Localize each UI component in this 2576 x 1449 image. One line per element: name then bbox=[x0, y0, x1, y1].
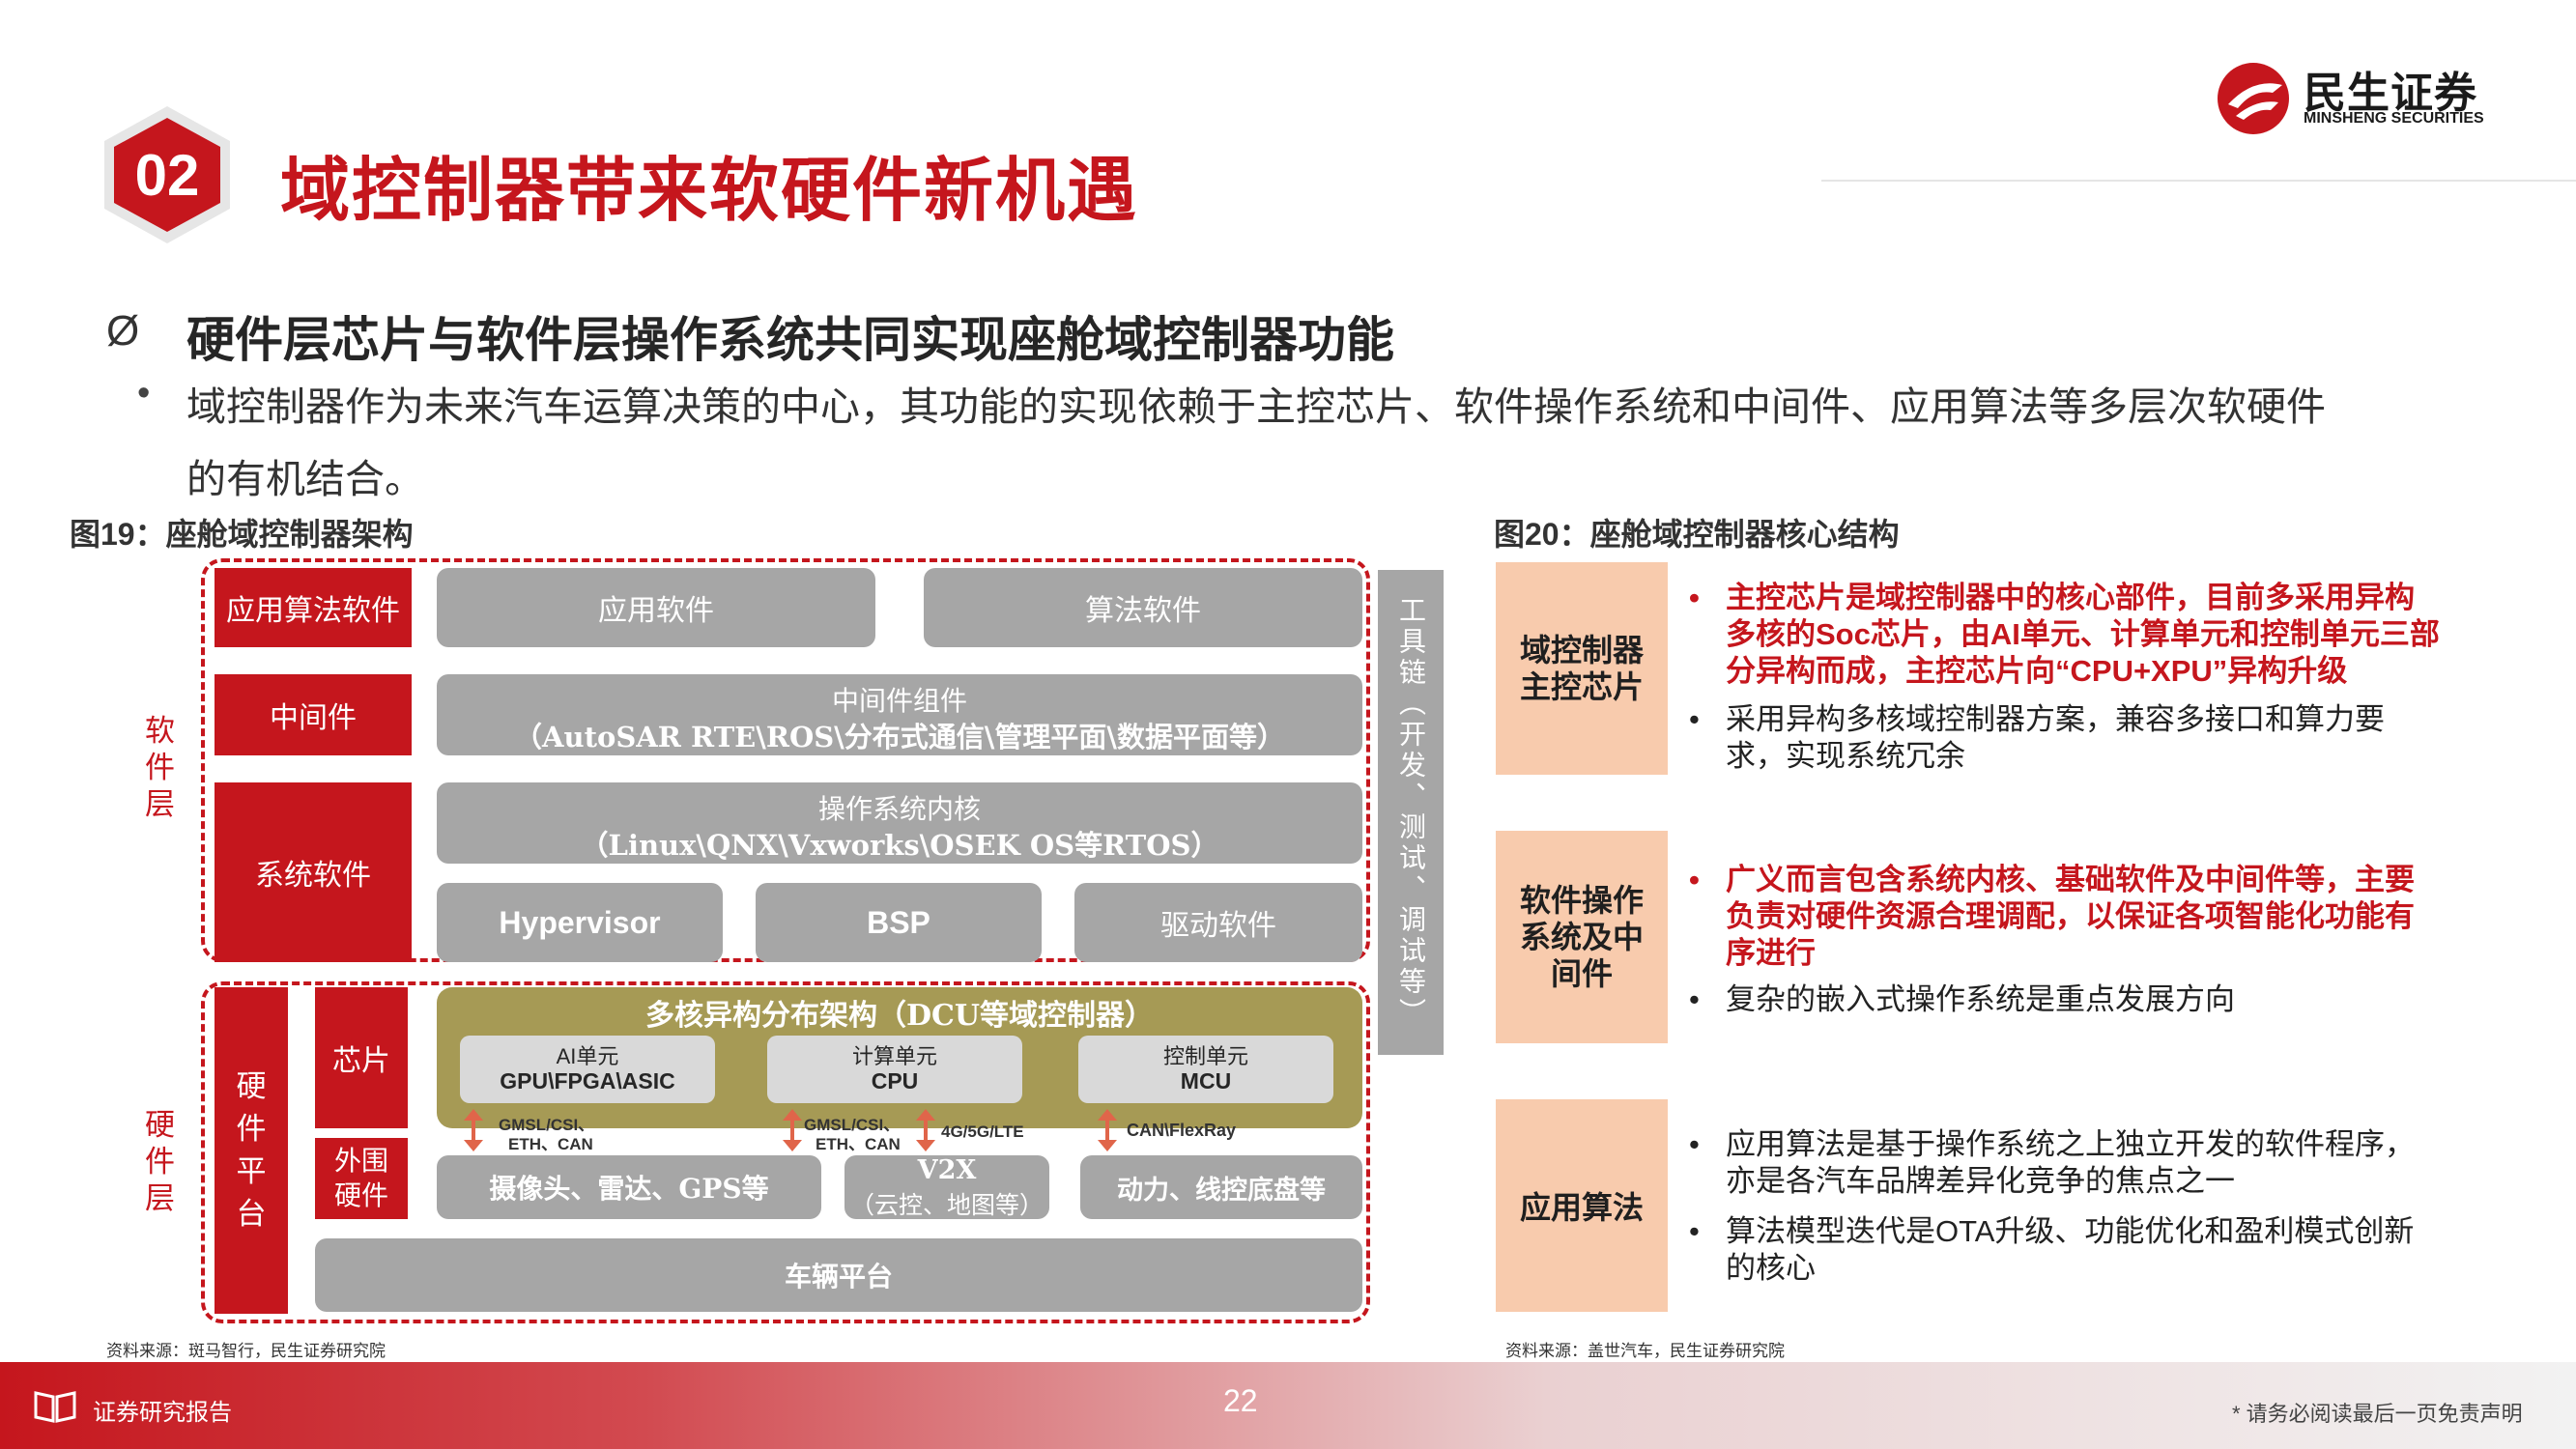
link-arrow-4g-icon bbox=[916, 1109, 935, 1151]
middleware-line-1: 中间件组件 bbox=[831, 685, 967, 717]
page-title: 域控制器带来软硬件新机遇 bbox=[280, 153, 1139, 230]
page-number: 22 bbox=[1223, 1383, 1258, 1418]
row3-black-bullet-1: • 应用算法是基于操作系统之上独立开发的软件程序，亦是各汽车品牌差异化竞争的焦点… bbox=[1689, 1126, 2441, 1200]
row2-red-dot: • bbox=[1689, 863, 1700, 896]
algo-software-box: 算法软件 bbox=[924, 568, 1362, 647]
os-kernel-box: 操作系统内核 （Linux\QNX\Vxworks\OSEK OS等RTOS） bbox=[437, 782, 1362, 864]
row3-dot-1: • bbox=[1689, 1127, 1700, 1161]
fig20-source: 资料来源：盖世汽车，民生证券研究院 bbox=[1505, 1342, 1785, 1360]
row1-black-bullet: • 采用异构多核域控制器方案，兼容多接口和算力要求，实现系统冗余 bbox=[1689, 701, 2441, 775]
v2x-line-2: （云控、地图等） bbox=[849, 1191, 1044, 1219]
fig20-title: 图20：座舱域控制器核心结构 bbox=[1494, 517, 1900, 552]
link1-line-1: GMSL/CSI、 bbox=[499, 1116, 595, 1134]
link4-label: CAN\FlexRay bbox=[1127, 1121, 1237, 1140]
footer-bar bbox=[0, 1362, 2576, 1449]
middleware-box: 中间件组件 （AutoSAR RTE\ROS\分布式通信\管理平面\数据平面等） bbox=[437, 674, 1362, 755]
disclaimer: * 请务必阅读最后一页免责声明 bbox=[2232, 1402, 2523, 1426]
row1-black-text: 采用异构多核域控制器方案，兼容多接口和算力要求，实现系统冗余 bbox=[1726, 702, 2385, 773]
ai-unit-line-1: AI单元 bbox=[556, 1044, 619, 1068]
compute-unit-line-1: 计算单元 bbox=[851, 1044, 937, 1068]
header-divider bbox=[1821, 180, 2576, 182]
control-unit-box: 控制单元 MCU bbox=[1078, 1036, 1333, 1103]
link-arrow-camera-icon bbox=[464, 1109, 483, 1151]
row3-text-2: 算法模型迭代是OTA升级、功能优化和盈利模式创新的核心 bbox=[1726, 1214, 2415, 1285]
os-line-1: 操作系统内核 bbox=[817, 793, 981, 825]
power-chassis-box: 动力、线控底盘等 bbox=[1080, 1155, 1362, 1219]
brand-logo: 民生证券 MINSHENG SECURITIES bbox=[2215, 56, 2495, 143]
fig19-title: 图19：座舱域控制器架构 bbox=[70, 517, 414, 552]
hypervisor-box: Hypervisor bbox=[437, 883, 723, 962]
link2-line-1: GMSL/CSI、 bbox=[804, 1116, 901, 1134]
row2-label-box: 软件操作系统及中间件 bbox=[1496, 831, 1668, 1043]
book-icon bbox=[34, 1391, 76, 1423]
toolchain-text: 工具链（开发、测试、调试等） bbox=[1395, 596, 1427, 1029]
logo-subtext: MINSHENG SECURITIES bbox=[2304, 110, 2484, 127]
link2-line-2: ETH、CAN bbox=[816, 1135, 901, 1153]
row3-black-bullet-2: • 算法模型迭代是OTA升级、功能优化和盈利模式创新的核心 bbox=[1689, 1213, 2441, 1287]
os-line-2: （Linux\QNX\Vxworks\OSEK OS等RTOS） bbox=[580, 829, 1219, 862]
row2-black-text: 复杂的嵌入式操作系统是重点发展方向 bbox=[1726, 982, 2235, 1016]
control-unit-line-1: 控制单元 bbox=[1162, 1044, 1248, 1068]
peripheral-label: 外围硬件 bbox=[315, 1138, 408, 1219]
bullet-dot: • bbox=[137, 373, 151, 413]
section-heading: 硬件层芯片与软件层操作系统共同实现座舱域控制器功能 bbox=[186, 313, 1394, 367]
hardware-layer-label: 硬件层 bbox=[145, 1108, 175, 1215]
intro-line-2: 的有机结合。 bbox=[186, 457, 424, 501]
peripheral-text: 外围硬件 bbox=[333, 1145, 388, 1211]
ai-unit-line-2: GPU\FPGA\ASIC bbox=[500, 1068, 675, 1094]
v2x-box: V2X （云控、地图等） bbox=[844, 1155, 1049, 1219]
row3-dot-2: • bbox=[1689, 1214, 1700, 1248]
dcu-title: 多核异构分布架构（DCU等域控制器） bbox=[644, 999, 1155, 1033]
row2-red-text: 广义而言包含系统内核、基础软件及中间件等，主要负责对硬件资源合理调配，以保证各项… bbox=[1726, 863, 2415, 970]
row1-red-text: 主控芯片是域控制器中的核心部件，目前多采用异构多核的Soc芯片，由AI单元、计算… bbox=[1726, 581, 2440, 688]
minsheng-logo-icon bbox=[2218, 63, 2289, 134]
system-software-label: 系统软件 bbox=[215, 782, 412, 962]
row1-black-dot: • bbox=[1689, 702, 1700, 736]
row1-red-bullet: • 主控芯片是域控制器中的核心部件，目前多采用异构多核的Soc芯片，由AI单元、… bbox=[1689, 580, 2441, 690]
row3-label-box: 应用算法 bbox=[1496, 1099, 1668, 1312]
link-arrow-power-icon bbox=[1098, 1109, 1117, 1151]
hexagon-badge-icon bbox=[104, 106, 230, 243]
section-number: 02 bbox=[134, 142, 200, 208]
fig19-source: 资料来源：斑马智行，民生证券研究院 bbox=[106, 1342, 386, 1360]
link1-line-2: ETH、CAN bbox=[508, 1135, 593, 1153]
row3-label: 应用算法 bbox=[1519, 1190, 1644, 1225]
link3-label: 4G/5G/LTE bbox=[941, 1122, 1024, 1141]
intro-line-1: 域控制器作为未来汽车运算决策的中心，其功能的实现依赖于主控芯片、软件操作系统和中… bbox=[186, 384, 2326, 429]
driver-software-box: 驱动软件 bbox=[1074, 883, 1362, 962]
hw-platform-label: 硬件平台 bbox=[215, 987, 288, 1314]
row1-label: 域控制器主控芯片 bbox=[1519, 633, 1644, 704]
dcu-box: 多核异构分布架构（DCU等域控制器） AI单元 GPU\FPGA\ASIC 计算… bbox=[437, 987, 1362, 1128]
compute-unit-box: 计算单元 CPU bbox=[767, 1036, 1022, 1103]
middleware-label: 中间件 bbox=[215, 674, 412, 755]
chip-label: 芯片 bbox=[315, 987, 408, 1128]
row3-text-1: 应用算法是基于操作系统之上独立开发的软件程序，亦是各汽车品牌差异化竞争的焦点之一 bbox=[1726, 1127, 2415, 1198]
logo-text: 民生证券 bbox=[2304, 70, 2477, 117]
middleware-line-2: （AutoSAR RTE\ROS\分布式通信\管理平面\数据平面等） bbox=[514, 721, 1285, 753]
row1-label-box: 域控制器主控芯片 bbox=[1496, 562, 1668, 775]
row1-red-dot: • bbox=[1689, 581, 1700, 614]
footer-label: 证券研究报告 bbox=[93, 1400, 232, 1426]
hardware-layer-frame bbox=[201, 981, 1370, 1323]
compute-unit-line-2: CPU bbox=[871, 1068, 919, 1094]
section-badge: 02 bbox=[95, 102, 240, 247]
heading-arrow-icon: Ø bbox=[106, 307, 140, 355]
software-layer-label: 软件层 bbox=[145, 714, 175, 821]
toolchain-box: 工具链（开发、测试、调试等） bbox=[1378, 570, 1444, 1055]
row2-black-dot: • bbox=[1689, 982, 1700, 1016]
ai-unit-box: AI单元 GPU\FPGA\ASIC bbox=[460, 1036, 715, 1103]
hw-platform-text: 硬件平台 bbox=[236, 1069, 267, 1232]
row2-label: 软件操作系统及中间件 bbox=[1519, 883, 1644, 991]
link-arrow-v2x-icon bbox=[783, 1109, 802, 1151]
bsp-box: BSP bbox=[756, 883, 1042, 962]
vehicle-platform-box: 车辆平台 bbox=[315, 1238, 1362, 1312]
app-algo-label: 应用算法软件 bbox=[215, 568, 412, 647]
row2-red-bullet: • 广义而言包含系统内核、基础软件及中间件等，主要负责对硬件资源合理调配，以保证… bbox=[1689, 862, 2441, 972]
v2x-line-1: V2X bbox=[917, 1155, 977, 1185]
row2-black-bullet: • 复杂的嵌入式操作系统是重点发展方向 bbox=[1689, 981, 2441, 1018]
control-unit-line-2: MCU bbox=[1180, 1068, 1232, 1094]
camera-radar-box: 摄像头、雷达、GPS等 bbox=[437, 1155, 821, 1219]
app-software-box: 应用软件 bbox=[437, 568, 875, 647]
